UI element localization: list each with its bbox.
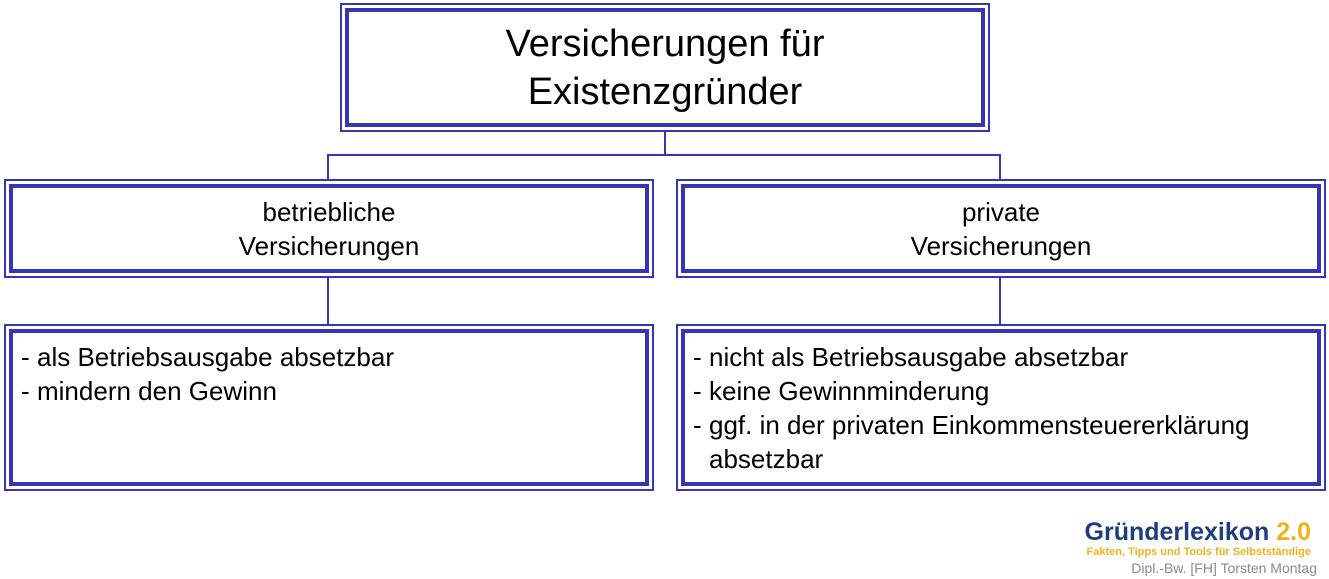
list-item: - nicht als Betriebsausgabe absetzbar: [693, 340, 1316, 374]
branch-business-title-line-1: betriebliche: [262, 196, 396, 227]
logo-wordmark: Gründerlexikon 2.0: [1085, 518, 1311, 546]
connector-left-down: [327, 154, 329, 179]
author-credit: Dipl.-Bw. [FH] Torsten Montag: [1131, 560, 1317, 576]
list-item: - keine Gewinnminderung: [693, 374, 1316, 408]
branch-node-business: betriebliche Versicherungen: [4, 179, 654, 278]
connector-right-down: [999, 154, 1001, 179]
root-node-line-1: Versicherungen für: [505, 22, 825, 65]
branch-private-title-line-1: private: [961, 196, 1041, 227]
details-private-point-3: ggf. in der privaten Einkommensteuererkl…: [709, 410, 1250, 474]
details-private-point-1: nicht als Betriebsausgabe absetzbar: [709, 342, 1129, 372]
branch-business-title-line-2: Versicherungen: [238, 230, 420, 261]
root-node-line-2: Existenzgründer: [527, 70, 803, 113]
branch-node-private: private Versicherungen: [676, 179, 1326, 278]
connector-root-down: [664, 132, 666, 155]
connector-horizontal: [327, 154, 1001, 156]
branch-node-private-inner-border: [681, 184, 1321, 273]
connector-business-details: [327, 278, 329, 324]
list-item: - ggf. in der privaten Einkommensteuerer…: [693, 408, 1316, 476]
root-node: Versicherungen für Existenzgründer: [340, 3, 990, 132]
details-private-list: - nicht als Betriebsausgabe absetzbar - …: [693, 340, 1316, 476]
details-node-private: - nicht als Betriebsausgabe absetzbar - …: [676, 324, 1326, 491]
branch-node-business-inner-border: [9, 184, 649, 273]
logo-tagline: Fakten, Tipps und Tools für Selbstständi…: [1086, 546, 1311, 558]
connector-private-details: [999, 278, 1001, 324]
list-item: - als Betriebsausgabe absetzbar: [21, 340, 644, 374]
details-business-point-1: als Betriebsausgabe absetzbar: [37, 342, 395, 372]
logo-name: Gründerlexikon: [1084, 518, 1270, 546]
details-private-point-2: keine Gewinnminderung: [709, 376, 990, 406]
branch-private-title-line-2: Versicherungen: [910, 230, 1092, 261]
details-node-business: - als Betriebsausgabe absetzbar - minder…: [4, 324, 654, 491]
details-business-list: - als Betriebsausgabe absetzbar - minder…: [21, 340, 644, 408]
details-business-point-2: mindern den Gewinn: [37, 376, 277, 406]
logo-version: 2.0: [1276, 518, 1311, 546]
gruenderlexikon-logo: Gründerlexikon 2.0 Fakten, Tipps und Too…: [1085, 518, 1311, 558]
root-node-inner-border: [345, 8, 985, 127]
list-item: - mindern den Gewinn: [21, 374, 644, 408]
details-node-private-inner-border: [681, 329, 1321, 486]
details-node-business-inner-border: [9, 329, 649, 486]
